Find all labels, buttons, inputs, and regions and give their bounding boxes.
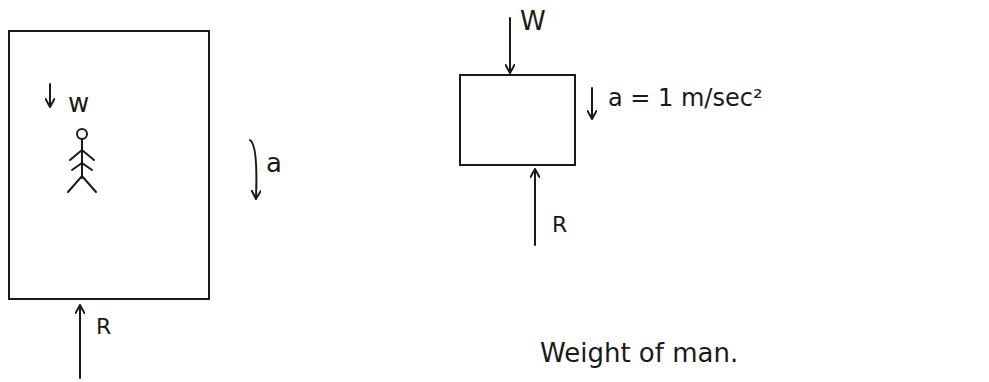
force-label: a [266,150,282,176]
lift-box: w [8,30,210,300]
block [460,75,575,165]
force-label: a = 1 m/sec² [608,86,763,110]
acceleration-arrow [591,88,593,118]
weight-arrow [509,18,511,72]
weight-arrow [49,84,51,106]
force-label: R [96,316,111,338]
note-text: Weight of man. [540,340,738,366]
reaction-arrow [79,306,81,378]
acceleration-arrow [250,140,256,198]
force-label: w [68,90,89,116]
man-figure [68,129,96,192]
force-label: R [552,214,567,236]
force-label: W [520,8,546,34]
reaction-arrow [534,170,536,245]
